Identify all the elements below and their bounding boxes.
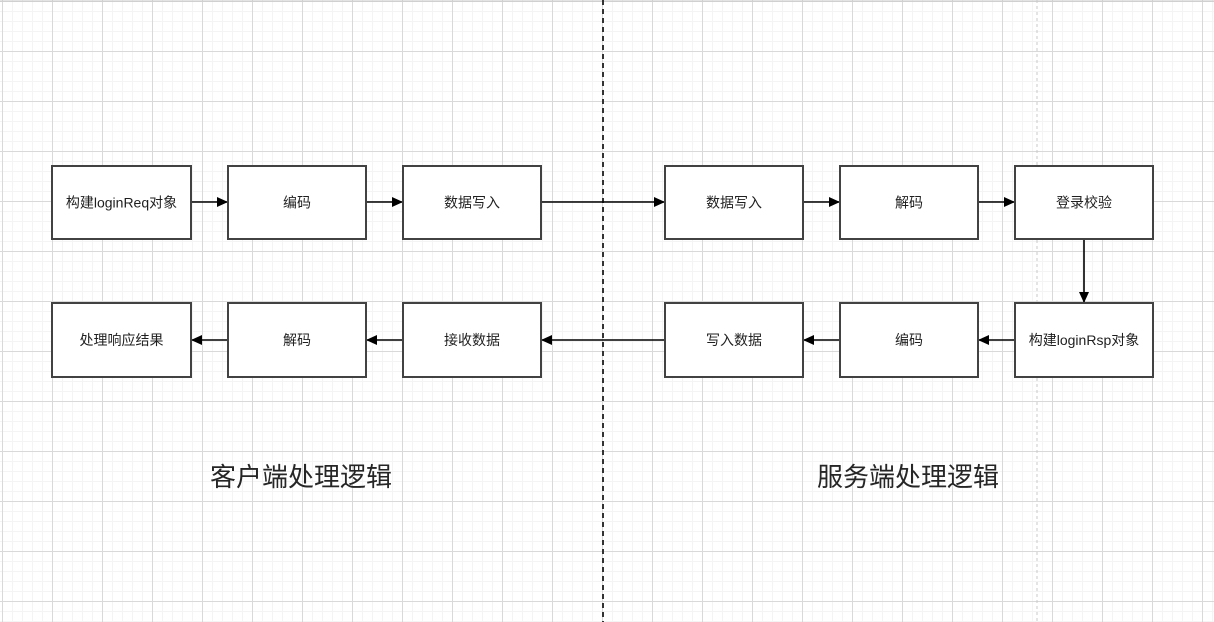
edges-layer <box>191 197 1089 345</box>
node-client-encode[interactable]: 编码 <box>227 165 367 240</box>
node-box[interactable] <box>227 165 367 240</box>
node-box[interactable] <box>1014 165 1154 240</box>
node-server-receive[interactable]: 数据写入 <box>664 165 804 240</box>
node-label: 构建loginReq对象 <box>66 195 177 211</box>
node-client-decode[interactable]: 解码 <box>227 302 367 378</box>
node-server-decode[interactable]: 解码 <box>839 165 979 240</box>
node-label: 写入数据 <box>706 332 762 348</box>
node-label: 数据写入 <box>444 195 500 211</box>
dividers-layer <box>602 0 1038 622</box>
node-build-loginrsp[interactable]: 构建loginRsp对象 <box>1014 302 1154 378</box>
node-box[interactable] <box>227 302 367 378</box>
node-box[interactable] <box>839 165 979 240</box>
node-box[interactable] <box>51 302 192 378</box>
node-box[interactable] <box>51 165 192 240</box>
nodes-layer: 构建loginReq对象编码数据写入数据写入解码登录校验构建loginRsp对象… <box>51 165 1154 378</box>
node-label: 登录校验 <box>1056 195 1112 211</box>
node-handle-response[interactable]: 处理响应结果 <box>51 302 192 378</box>
node-box[interactable] <box>664 302 804 378</box>
node-login-verify[interactable]: 登录校验 <box>1014 165 1154 240</box>
node-label: 构建loginRsp对象 <box>1029 332 1139 348</box>
node-box[interactable] <box>402 302 542 378</box>
node-label: 编码 <box>283 195 311 211</box>
node-label: 解码 <box>283 332 311 348</box>
node-box[interactable] <box>402 165 542 240</box>
server-lane-label[interactable]: 服务端处理逻辑 <box>817 462 999 492</box>
node-client-receive[interactable]: 接收数据 <box>402 302 542 378</box>
client-lane-label[interactable]: 客户端处理逻辑 <box>210 462 392 492</box>
lane-labels-layer: 客户端处理逻辑 服务端处理逻辑 <box>210 462 999 492</box>
node-client-write[interactable]: 数据写入 <box>402 165 542 240</box>
node-build-loginreq[interactable]: 构建loginReq对象 <box>51 165 192 240</box>
node-label: 接收数据 <box>444 332 500 348</box>
node-box[interactable] <box>839 302 979 378</box>
node-box[interactable] <box>1014 302 1154 378</box>
node-label: 解码 <box>895 195 923 211</box>
node-label: 处理响应结果 <box>80 332 164 348</box>
node-server-encode[interactable]: 编码 <box>839 302 979 378</box>
node-label: 数据写入 <box>706 195 762 211</box>
node-label: 编码 <box>895 332 923 348</box>
node-server-write-back[interactable]: 写入数据 <box>664 302 804 378</box>
node-box[interactable] <box>664 165 804 240</box>
